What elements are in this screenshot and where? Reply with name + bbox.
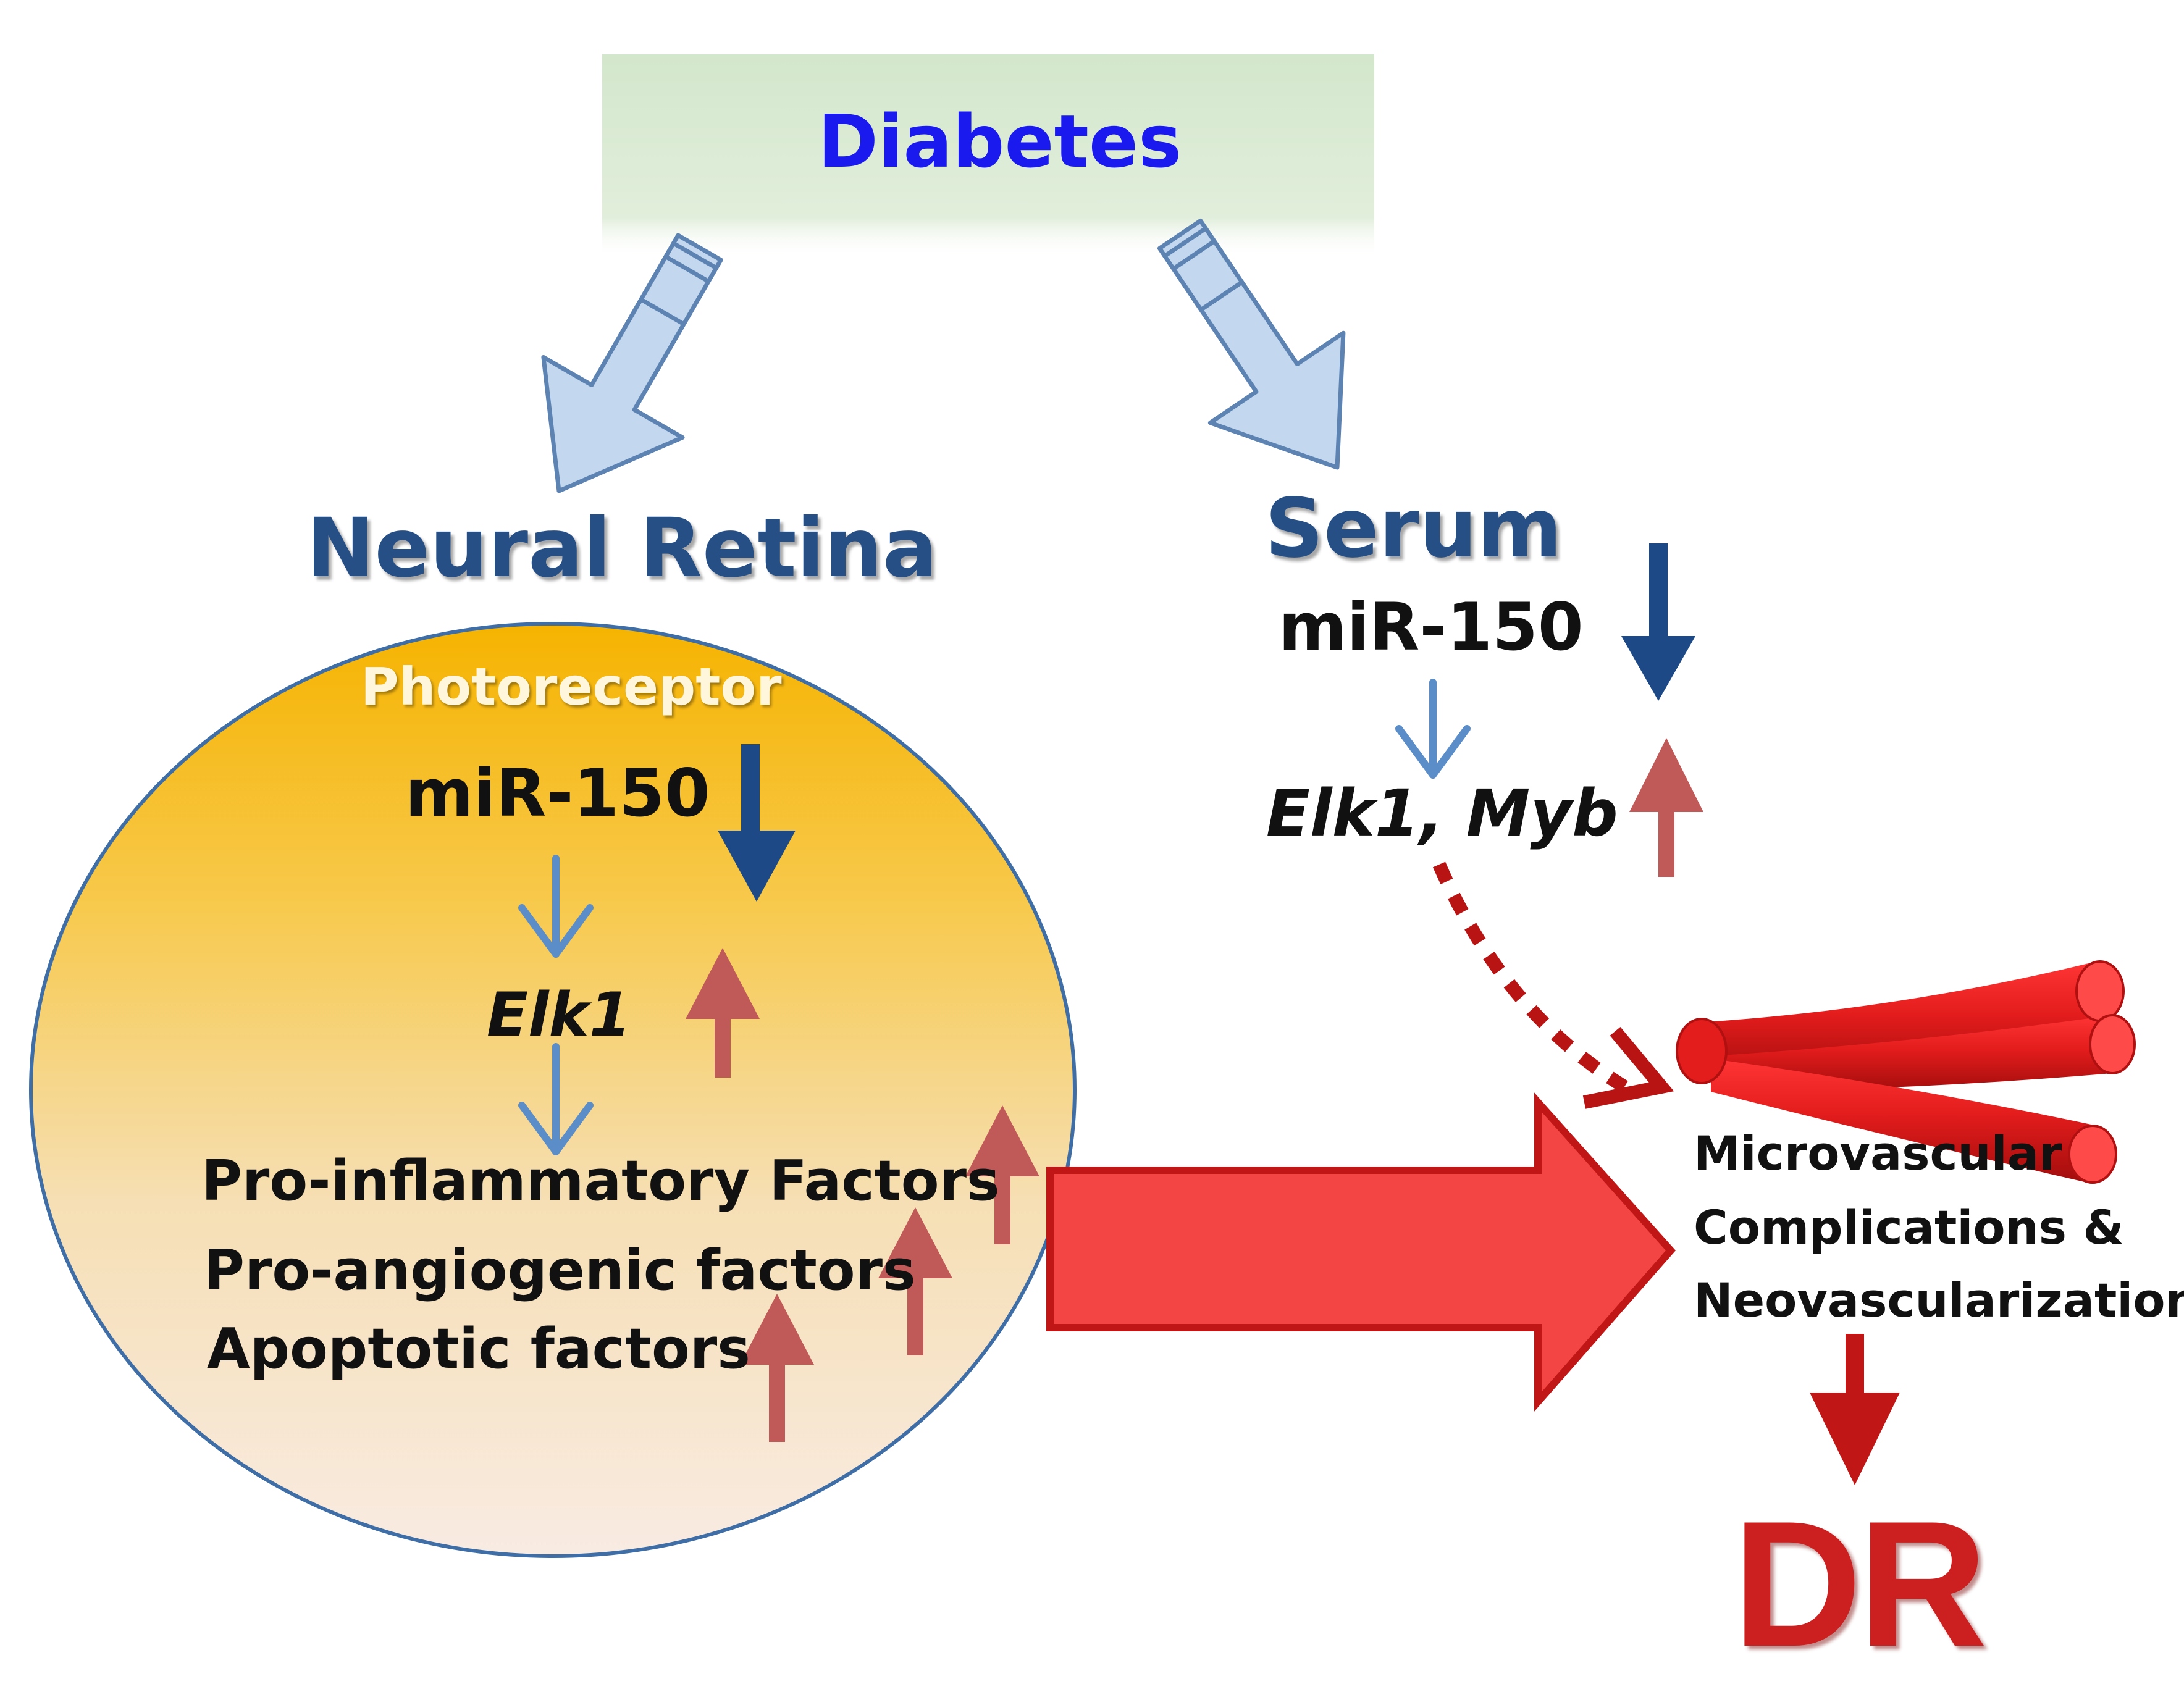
serum-genes-up-arrow — [1629, 738, 1703, 877]
photoreceptor-label: Photoreceptor — [361, 656, 782, 717]
serum-mir150-down-arrow — [1621, 543, 1695, 701]
retina-elk1-label: Elk1 — [487, 980, 631, 1050]
outcome-label-line-1: Microvascular — [1694, 1126, 2062, 1181]
serum-mir150-label: miR-150 — [1279, 589, 1584, 665]
retina-mir150-label: miR-150 — [405, 755, 710, 831]
proangiogenic-factors-label: Pro-angiogenic factors — [204, 1238, 916, 1303]
block-arrow-to-serum — [1157, 218, 1346, 470]
retina-elk1-up-arrow — [686, 948, 760, 1078]
retina-to-outcome-block-arrow — [1046, 1092, 1676, 1412]
serum-label: Serum — [1265, 481, 1563, 576]
retina-thin-arrow-1 — [518, 855, 594, 958]
diabetes-title: Diabetes — [818, 99, 1182, 184]
dr-label: DR — [1732, 1484, 1988, 1684]
proinflammatory-up-arrow — [965, 1105, 1040, 1244]
serum-to-vessel-dashed-arrow — [1432, 861, 1628, 1093]
serum-to-vessel-arrowhead — [1582, 1026, 1674, 1109]
serum-genes-label: Elk1, Myb — [1266, 776, 1618, 851]
apoptotic-factors-label: Apoptotic factors — [207, 1317, 750, 1381]
retina-thin-arrow-2 — [518, 1043, 594, 1155]
diabetes-title-box — [602, 54, 1374, 258]
outcome-to-dr-arrow — [1810, 1334, 1900, 1485]
outcome-label-line-2: Complications & — [1694, 1200, 2124, 1255]
retina-mir150-down-arrow — [718, 744, 796, 902]
block-arrow-to-neural-retina — [541, 233, 723, 493]
blood-vessel-icon — [1676, 960, 2136, 1184]
outcome-label-line-3: Neovascularization — [1694, 1273, 2184, 1328]
proinflammatory-factors-label: Pro-inflammatory Factors — [201, 1149, 1000, 1213]
proangiogenic-up-arrow — [878, 1207, 952, 1355]
neural-retina-label: Neural Retina — [306, 501, 938, 596]
serum-thin-arrow — [1395, 679, 1471, 779]
apoptotic-up-arrow — [740, 1294, 814, 1442]
